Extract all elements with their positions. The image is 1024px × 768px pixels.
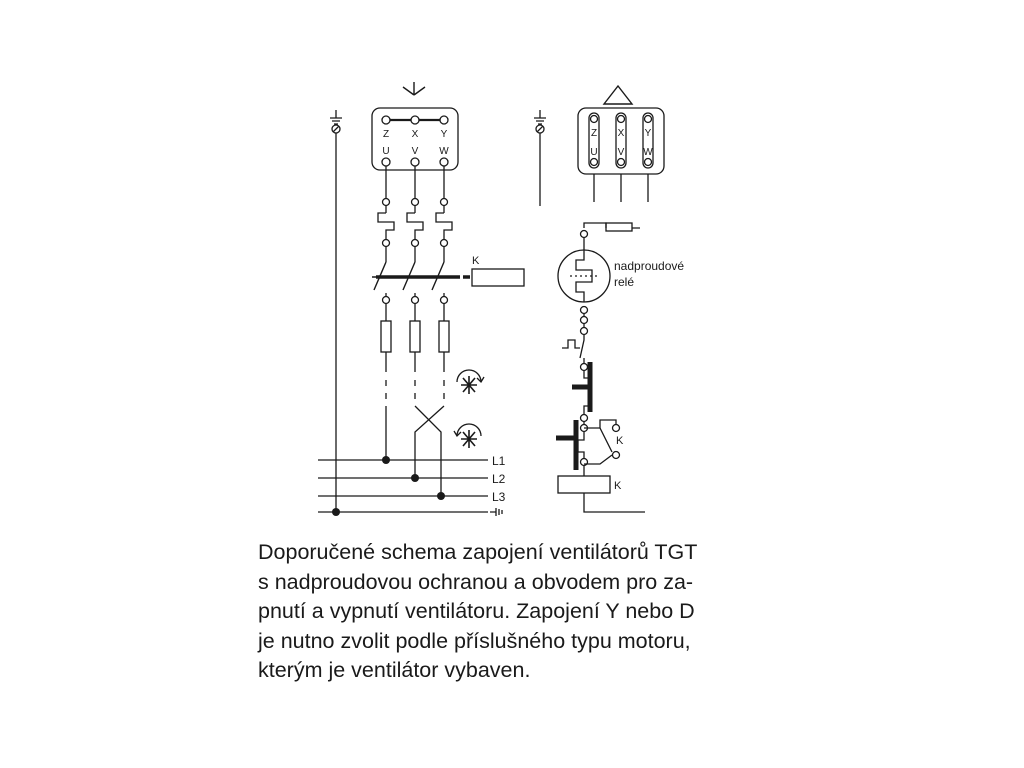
svg-text:X: X (618, 128, 625, 139)
thermal-overload-elements (377, 212, 453, 237)
terminal-contacts (381, 197, 449, 305)
svg-text:U: U (382, 146, 389, 157)
relay-label: nadproudové (614, 259, 684, 273)
ground-icon (330, 110, 342, 134)
ground-icon (534, 110, 546, 206)
svg-text:V: V (618, 147, 625, 158)
line-label-l2: L2 (492, 472, 506, 486)
fan-rotation-icon (456, 369, 485, 394)
contactor-coil-label: K (472, 255, 480, 267)
svg-text:Y: Y (441, 129, 448, 140)
junction-dots (332, 456, 445, 516)
fan-rotation-icon (453, 423, 482, 448)
relay-label: relé (614, 275, 634, 289)
svg-text:U: U (590, 147, 597, 158)
caption-line: je nutno zvolit podle příslušného typu m… (258, 628, 691, 653)
caption-line: pnutí a vypnutí ventilátoru. Zapojení Y … (258, 599, 695, 623)
diagram-caption: Doporučené schema zapojení ventilátorů T… (258, 538, 778, 686)
control-circuit (556, 222, 645, 513)
delta-terminal-box (577, 84, 665, 202)
star-terminal-box (371, 82, 459, 171)
diagram-labels: Z X Y U V W Z X Y U V W K nadproudové re… (382, 128, 684, 504)
ground-icon (490, 508, 503, 516)
svg-text:W: W (643, 147, 653, 158)
aux-contact-label: K (616, 435, 624, 447)
supply-lines (318, 459, 488, 513)
contactor-coil (471, 268, 525, 287)
svg-text:X: X (412, 129, 419, 140)
caption-line: kterým je ventilátor vybaven. (258, 658, 531, 682)
svg-text:Z: Z (383, 129, 389, 140)
svg-text:Z: Z (591, 128, 597, 139)
caption-line: Doporučené schema zapojení ventilátorů T… (258, 540, 698, 564)
svg-text:Y: Y (645, 128, 652, 139)
svg-text:V: V (412, 146, 419, 157)
line-label-l3: L3 (492, 490, 506, 504)
wiring-diagram: Z X Y U V W Z X Y U V W K nadproudové re… (318, 82, 684, 516)
contactor-contacts (372, 261, 470, 291)
fuses (380, 320, 450, 353)
coil-label: K (614, 480, 622, 492)
svg-text:W: W (439, 146, 449, 157)
phase-conductors (385, 166, 445, 496)
line-label-l1: L1 (492, 454, 506, 468)
caption-line: s nadproudovou ochranou a obvodem pro za… (258, 569, 694, 594)
